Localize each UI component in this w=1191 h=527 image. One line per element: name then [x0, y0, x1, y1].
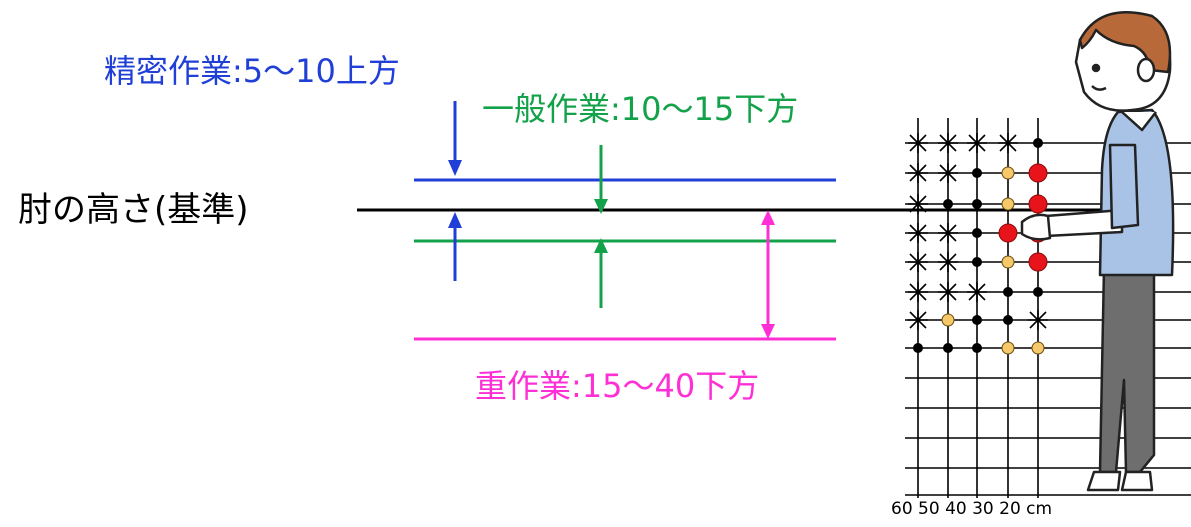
general-work-label: 一般作業:10～15下方: [482, 90, 799, 128]
grid-yellow-dots: [941, 166, 1045, 355]
precision-arrows: [448, 101, 462, 281]
precision-work-label: 精密作業:5～10上方: [104, 52, 400, 90]
heavy-arrow: [761, 210, 775, 339]
grid-axis-label: 60 50 40 30 20 cm: [891, 499, 1053, 519]
person-icon: [1020, 11, 1175, 492]
grid-star-marks: [908, 133, 1048, 330]
grid-black-dots: [913, 138, 1043, 353]
heavy-work-label: 重作業:15～40下方: [475, 367, 760, 405]
general-arrows: [594, 145, 608, 308]
elbow-height-label: 肘の高さ(基準): [18, 190, 249, 230]
